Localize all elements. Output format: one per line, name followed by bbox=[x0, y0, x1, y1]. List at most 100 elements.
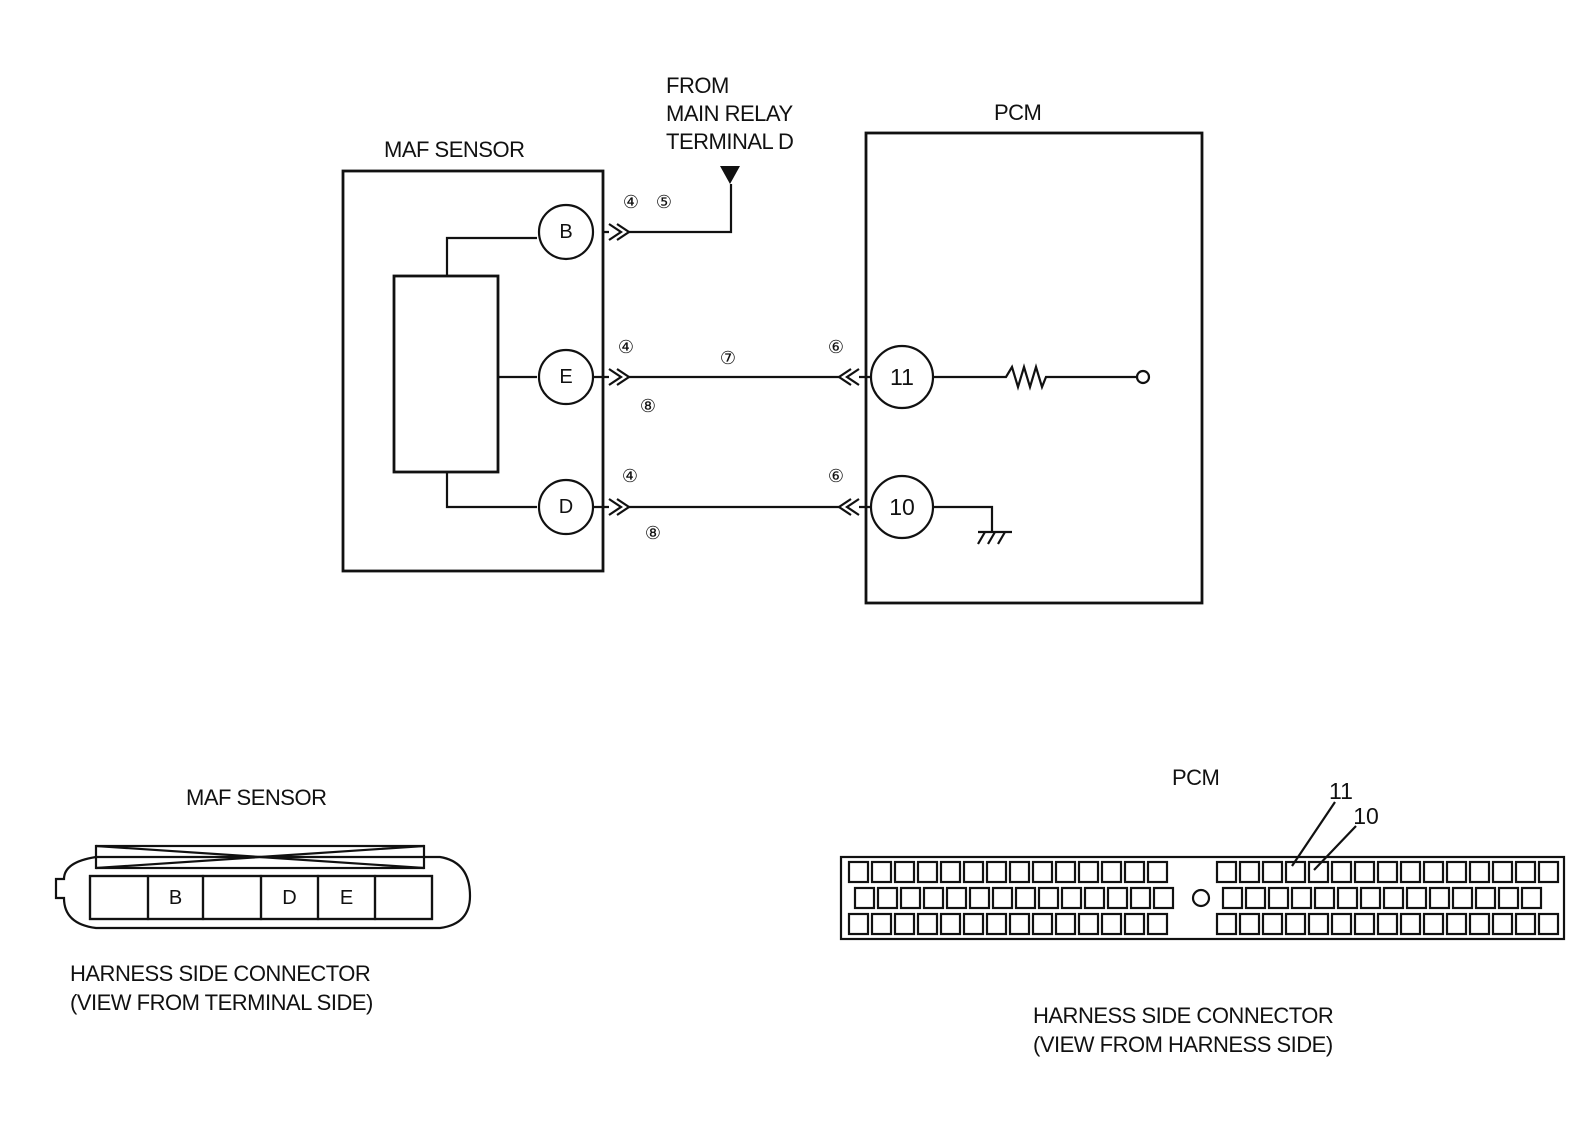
pcm-connector-cavity bbox=[1382, 886, 1405, 910]
pcm-connector-cavity bbox=[1054, 860, 1077, 884]
connector-e-pcm-icon bbox=[837, 368, 860, 386]
pcm-connector-cavity bbox=[1537, 912, 1560, 936]
pcm-callout-10: 10 bbox=[1353, 803, 1379, 829]
maf-connector-cell bbox=[201, 874, 263, 921]
pcm-connector-cavity bbox=[1376, 860, 1399, 884]
maf-connector-caption-2: (VIEW FROM TERMINAL SIDE) bbox=[70, 990, 373, 1015]
pcm-connector-cavity bbox=[1129, 886, 1152, 910]
pcm-connector-cavity bbox=[1514, 860, 1537, 884]
pcm-connector-cavity bbox=[847, 912, 870, 936]
svg-text:MAIN RELAY: MAIN RELAY bbox=[666, 101, 793, 126]
pcm-connector-cavity bbox=[1405, 886, 1428, 910]
pcm-connector-cavity bbox=[1313, 886, 1336, 910]
pcm-connector-cavity bbox=[1054, 912, 1077, 936]
maf-pin-b: B bbox=[537, 203, 595, 261]
step-d-bottom: ⑧ bbox=[645, 523, 661, 543]
pcm-connector-cavity bbox=[962, 912, 985, 936]
svg-text:B: B bbox=[559, 221, 572, 243]
pcm-connector-cavity bbox=[1261, 912, 1284, 936]
ground-icon bbox=[977, 530, 1012, 545]
svg-text:FROM: FROM bbox=[666, 73, 729, 98]
pcm-connector-cavity bbox=[893, 912, 916, 936]
pcm-connector-cavity bbox=[1491, 860, 1514, 884]
pcm-connector-cells bbox=[847, 860, 1560, 936]
pcm-connector-cavity bbox=[1244, 886, 1267, 910]
pcm-connector-cavity bbox=[916, 912, 939, 936]
pcm-connector-cavity bbox=[876, 886, 899, 910]
svg-text:E: E bbox=[559, 366, 572, 388]
pcm-connector-cavity bbox=[847, 860, 870, 884]
pcm-connector-cavity bbox=[985, 860, 1008, 884]
pcm-connector-cavity bbox=[899, 886, 922, 910]
maf-pin-e: E bbox=[537, 348, 595, 406]
step-b-b: ⑤ bbox=[656, 192, 672, 212]
pcm-connector-cavity bbox=[1422, 860, 1445, 884]
pcm-connector-cavity bbox=[1336, 886, 1359, 910]
pcm-connector-cavity bbox=[939, 860, 962, 884]
pcm-connector-cavity bbox=[1014, 886, 1037, 910]
pcm-connector-cavity bbox=[1123, 912, 1146, 936]
main-relay-arrow-icon bbox=[720, 166, 740, 184]
pcm-connector-cavity bbox=[1445, 860, 1468, 884]
pcm-connector-cavity bbox=[1060, 886, 1083, 910]
pcm-connector-cavity bbox=[939, 912, 962, 936]
pcm-connector-cavity bbox=[1215, 860, 1238, 884]
step-b-a: ④ bbox=[623, 192, 639, 212]
maf-sensor-title: MAF SENSOR bbox=[384, 137, 524, 162]
pcm-connector bbox=[839, 855, 1566, 941]
pcm-connector-cavity bbox=[1267, 886, 1290, 910]
pcm-connector-cavity bbox=[853, 886, 876, 910]
svg-text:TERMINAL D: TERMINAL D bbox=[666, 129, 793, 154]
pcm-connector-cavity bbox=[1497, 886, 1520, 910]
pcm-connector-cavity bbox=[1284, 860, 1307, 884]
pcm-connector-cavity bbox=[968, 886, 991, 910]
svg-text:D: D bbox=[559, 496, 573, 518]
pcm-connector-cavity bbox=[945, 886, 968, 910]
pcm-connector-cavity bbox=[1238, 912, 1261, 936]
pcm-connector-cavity bbox=[1353, 912, 1376, 936]
pcm-connector-cavity bbox=[1152, 886, 1175, 910]
pcm-connector-cavity bbox=[1077, 912, 1100, 936]
pcm-connector-cavity bbox=[985, 912, 1008, 936]
pcm-connector-cavity bbox=[1031, 860, 1054, 884]
pcm-connector-cavity bbox=[870, 912, 893, 936]
pcm-connector-cavity bbox=[1146, 912, 1169, 936]
maf-connector-cell bbox=[373, 874, 434, 921]
connector-b-icon bbox=[608, 223, 631, 241]
pcm-connector-cavity bbox=[1106, 886, 1129, 910]
maf-sensor-box bbox=[341, 169, 605, 573]
pcm-connector-cavity bbox=[1468, 860, 1491, 884]
pcm-connector-cavity bbox=[1100, 912, 1123, 936]
connector-d-maf-icon bbox=[608, 498, 631, 516]
pcm-callout-10-leader bbox=[1313, 825, 1357, 871]
pcm-connector-cavity bbox=[1399, 912, 1422, 936]
maf-connector-title: MAF SENSOR bbox=[186, 785, 326, 810]
pcm-connector-cavity bbox=[1261, 860, 1284, 884]
step-e-bottom: ⑧ bbox=[640, 396, 656, 416]
maf-internal-wire-d bbox=[445, 472, 537, 509]
pcm-connector-cavity bbox=[1146, 860, 1169, 884]
pcm-connector-cavity bbox=[1445, 912, 1468, 936]
pcm-connector-cavity bbox=[1330, 860, 1353, 884]
pcm-connector-cavity bbox=[1100, 860, 1123, 884]
pcm-connector-cavity bbox=[1330, 912, 1353, 936]
pcm-connector-cavity bbox=[1307, 912, 1330, 936]
pcm-connector-caption-2: (VIEW FROM HARNESS SIDE) bbox=[1033, 1032, 1333, 1057]
main-relay-label: FROM MAIN RELAY TERMINAL D bbox=[666, 73, 794, 154]
pcm-connector-cavity bbox=[1008, 860, 1031, 884]
pcm-connector-cavity bbox=[1428, 886, 1451, 910]
maf-internal-wire-b bbox=[445, 236, 537, 276]
pcm-connector-title: PCM bbox=[1172, 765, 1219, 790]
connector-e-maf-icon bbox=[608, 368, 631, 386]
pcm-connector-cavity bbox=[1238, 860, 1261, 884]
pcm-connector-cavity bbox=[1422, 912, 1445, 936]
pcm-connector-cavity bbox=[1468, 912, 1491, 936]
pcm-connector-cavity bbox=[1307, 860, 1330, 884]
pcm-connector-cavity bbox=[1537, 860, 1560, 884]
pcm-pin-11: 11 bbox=[869, 344, 935, 410]
maf-connector-cell-label: E bbox=[340, 887, 353, 909]
ground-wire bbox=[933, 505, 994, 532]
